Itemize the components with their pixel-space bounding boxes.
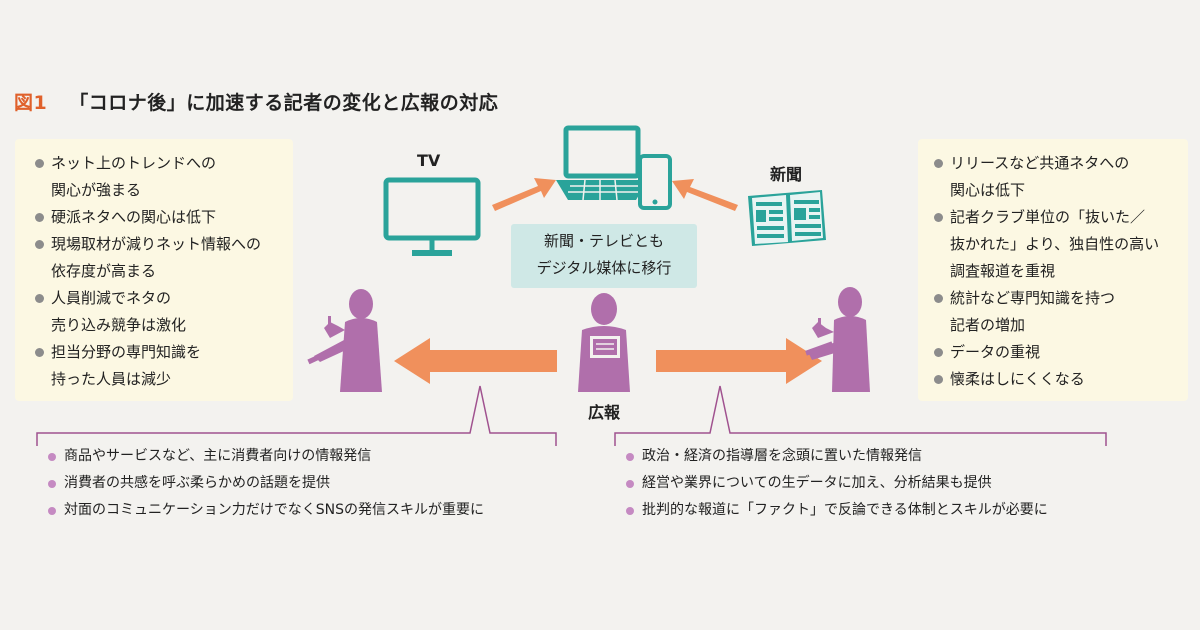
left-reporter-figure — [307, 289, 382, 392]
bottom-right-item: 批判的な報道に「ファクト」で反論できる体制とスキルが必要に — [624, 497, 1164, 524]
digital-shift-box: 新聞・テレビとも デジタル媒体に移行 — [511, 224, 697, 288]
right-panel-item: 懐柔はしにくくなる — [932, 366, 1188, 393]
pr-label: 広報 — [588, 403, 621, 422]
arrow-pr-to-left-reporter — [394, 338, 557, 384]
left-panel-item: 人員削減でネタの 売り込み競争は激化 — [33, 285, 293, 339]
bottom-right-bracket — [614, 385, 1107, 446]
left-panel-list: ネット上のトレンドへの 関心が強まる 硬派ネタへの関心は低下 現場取材が減りネッ… — [15, 139, 293, 393]
arrow-newspaper-to-digital — [672, 179, 738, 211]
right-panel: リリースなど共通ネタへの 関心は低下 記者クラブ単位の「抜いた／ 抜かれた」より… — [918, 139, 1188, 401]
tv-label: TV — [417, 151, 441, 170]
right-panel-item: データの重視 — [932, 339, 1188, 366]
bottom-right-item: 経営や業界についての生データに加え、分析結果も提供 — [624, 470, 1164, 497]
bottom-left-bracket — [36, 385, 557, 446]
bottom-left-item: 商品やサービスなど、主に消費者向けの情報発信 — [46, 443, 566, 470]
bottom-left-item: 消費者の共感を呼ぶ柔らかめの話題を提供 — [46, 470, 566, 497]
newspaper-icon — [748, 190, 826, 246]
left-panel-item: ネット上のトレンドへの 関心が強まる — [33, 150, 293, 204]
left-panel: ネット上のトレンドへの 関心が強まる 硬派ネタへの関心は低下 現場取材が減りネッ… — [15, 139, 293, 401]
right-panel-item: リリースなど共通ネタへの 関心は低下 — [932, 150, 1188, 204]
laptop-phone-icon — [556, 125, 672, 210]
figure-title: 図1 「コロナ後」に加速する記者の変化と広報の対応 — [14, 88, 498, 115]
bottom-left-item: 対面のコミュニケーション力だけでなくSNSの発信スキルが重要に — [46, 497, 566, 524]
left-panel-item: 現場取材が減りネット情報への 依存度が高まる — [33, 231, 293, 285]
right-panel-item: 統計など専門知識を持つ 記者の増加 — [932, 285, 1188, 339]
tv-icon — [383, 177, 481, 256]
figure-number: 図1 — [14, 92, 48, 114]
left-panel-item: 硬派ネタへの関心は低下 — [33, 204, 293, 231]
digital-shift-line: 新聞・テレビとも — [543, 232, 664, 250]
bottom-right-list: 政治・経済の指導層を念頭に置いた情報発信 経営や業界についての生データに加え、分… — [624, 443, 1164, 524]
bottom-left-list: 商品やサービスなど、主に消費者向けの情報発信 消費者の共感を呼ぶ柔らかめの話題を… — [46, 443, 566, 524]
digital-shift-line: デジタル媒体に移行 — [536, 259, 672, 277]
bottom-right-item: 政治・経済の指導層を念頭に置いた情報発信 — [624, 443, 1164, 470]
arrow-tv-to-digital — [492, 178, 556, 211]
pr-person-figure — [578, 293, 630, 392]
left-panel-item: 担当分野の専門知識を 持った人員は減少 — [33, 339, 293, 393]
arrow-pr-to-right-reporter — [656, 338, 822, 384]
figure-title-text: 「コロナ後」に加速する記者の変化と広報の対応 — [69, 92, 499, 114]
newspaper-label: 新聞 — [770, 165, 803, 184]
right-panel-item: 記者クラブ単位の「抜いた／ 抜かれた」より、独自性の高い 調査報道を重視 — [932, 204, 1188, 285]
right-reporter-figure — [805, 287, 870, 392]
right-panel-list: リリースなど共通ネタへの 関心は低下 記者クラブ単位の「抜いた／ 抜かれた」より… — [918, 139, 1188, 393]
